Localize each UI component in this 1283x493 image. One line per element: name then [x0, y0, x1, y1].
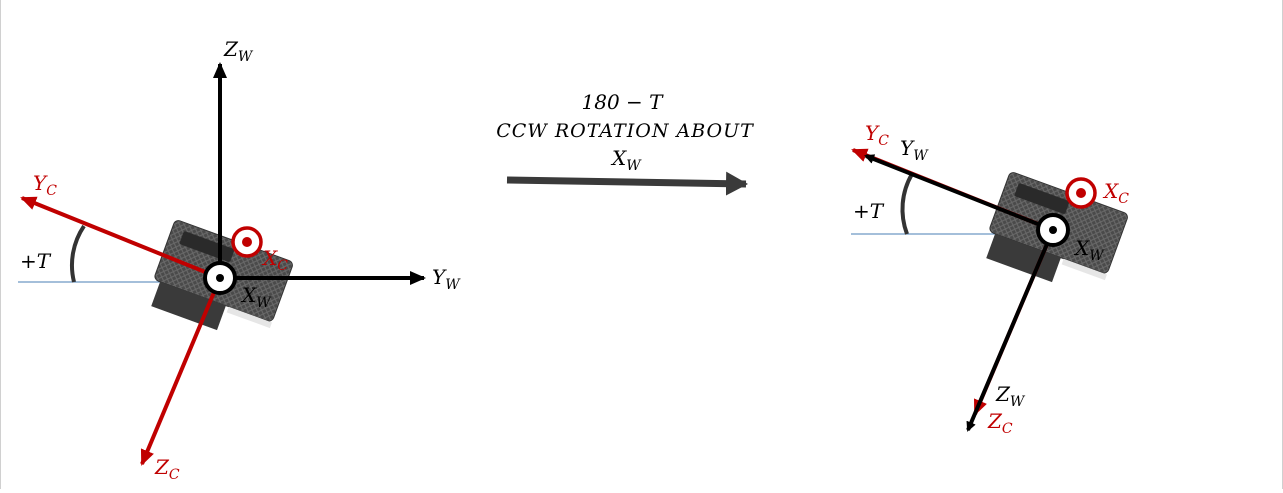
right-xc-label: XC — [1102, 179, 1129, 207]
right-xw-label: XW — [1073, 236, 1105, 264]
left-xc-label: XC — [261, 246, 288, 274]
left-yc-label: YC — [33, 171, 57, 199]
left-xw-origin-dot — [216, 274, 224, 282]
left-diagram: ZW YW XW YC ZC XC +T — [18, 37, 461, 483]
left-yw-label: YW — [432, 265, 461, 293]
right-xw-origin-dot — [1049, 226, 1057, 234]
rotation-axis-text: XW — [610, 146, 642, 174]
left-xw-label: XW — [240, 283, 272, 311]
right-xc-origin-dot — [1076, 188, 1086, 198]
right-yw-label: YW — [900, 136, 929, 164]
right-zw-label: ZW — [995, 382, 1026, 410]
right-angle-arc — [900, 172, 914, 235]
right-zc-label: ZC — [987, 409, 1013, 437]
rotation-description-text: CCW ROTATION ABOUT — [496, 120, 754, 142]
right-diagram: YC YW XC XW ZW ZC +T — [851, 121, 1129, 437]
right-yw-axis — [864, 154, 1054, 232]
left-yc-axis — [20, 196, 221, 280]
rotation-angle-text: 180 − T — [582, 90, 665, 114]
left-angle-label: +T — [20, 249, 52, 273]
left-zw-label: ZW — [223, 37, 254, 65]
left-zc-axis — [140, 277, 222, 466]
left-zc-label: ZC — [154, 455, 180, 483]
right-angle-label: +T — [853, 199, 885, 223]
right-zw-axis — [966, 229, 1055, 432]
right-yc-label: YC — [865, 121, 889, 149]
transition-arrow — [506, 171, 748, 196]
rotation-transition: 180 − T CCW ROTATION ABOUT XW — [496, 90, 754, 196]
left-xc-origin-dot — [242, 237, 252, 247]
left-angle-arc — [70, 224, 86, 283]
